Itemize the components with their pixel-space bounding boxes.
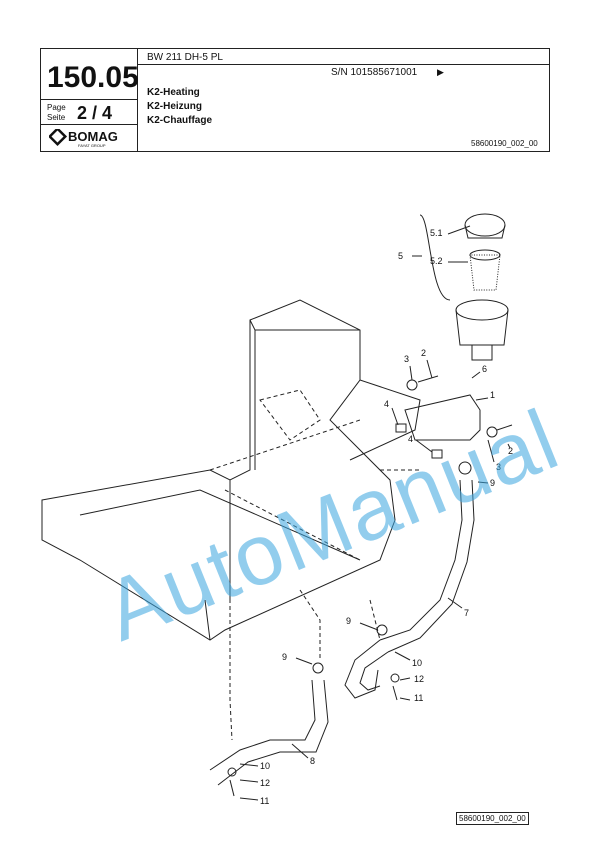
callout-10: 10 [260, 761, 270, 771]
callout-3: 3 [404, 354, 409, 364]
callout-9: 9 [490, 478, 495, 488]
callout-12: 12 [414, 674, 424, 684]
title-fr: K2-Chauffage [147, 115, 213, 126]
callout-8: 8 [310, 756, 315, 766]
callout-6: 6 [482, 364, 487, 374]
arrow-right-icon: ▶ [437, 67, 444, 77]
divider [137, 49, 138, 151]
title-de: K2-Heizung [147, 101, 202, 112]
callout-4: 4 [408, 434, 413, 444]
callout-11: 11 [414, 693, 423, 703]
brand-sub: FAYAT GROUP [78, 143, 106, 148]
bomag-logo: BOMAG FAYAT GROUP [47, 126, 133, 154]
divider [41, 124, 137, 125]
callout-9: 9 [346, 616, 351, 626]
page-label: Page [47, 103, 66, 112]
bomag-diamond-icon [47, 126, 68, 147]
serial-number: S/N 101585671001 [331, 67, 418, 78]
callout-3: 3 [496, 462, 501, 472]
seite-label: Seite [47, 113, 66, 122]
callout-4: 4 [384, 399, 389, 409]
drawing-reference-label: 58600190_002_00 [456, 812, 529, 825]
callout-2: 2 [421, 348, 426, 358]
callout-5: 5 [398, 251, 403, 261]
title-block: 150.05 Page Seite 2 / 4 BOMAG FAYAT GROU… [40, 48, 550, 152]
callout-10: 10 [412, 658, 422, 668]
divider [41, 99, 137, 100]
callout-2: 2 [508, 446, 513, 456]
callout-5-1: 5.1 [430, 228, 443, 238]
callout-9: 9 [282, 652, 287, 662]
title-en: K2-Heating [147, 87, 200, 98]
callout-1: 1 [490, 390, 495, 400]
brand-text: BOMAG [68, 129, 118, 144]
callout-7: 7 [464, 608, 469, 618]
callout-5-2: 5.2 [430, 256, 443, 266]
callout-11: 11 [260, 796, 269, 806]
model-name: BW 211 DH-5 PL [147, 52, 223, 63]
watermark: AutoManual [92, 391, 572, 659]
drawing-number: 58600190_002_00 [471, 139, 538, 148]
page-number: 150.05 [47, 61, 139, 94]
page-fraction: 2 / 4 [77, 103, 113, 123]
divider [137, 64, 549, 65]
callout-12: 12 [260, 778, 270, 788]
